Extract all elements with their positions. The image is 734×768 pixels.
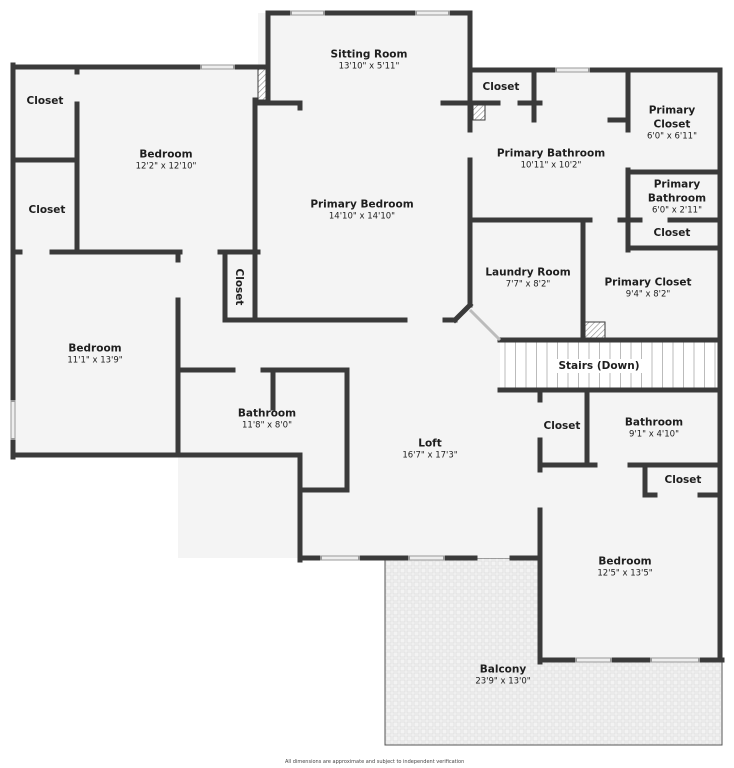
room-dimensions: 14'10" x 14'10" [328,211,396,222]
room-dimensions: 7'7" x 8'2" [505,279,551,290]
chase-hatch [472,102,486,121]
room-closet-3: Closet [232,269,246,306]
room-closet-7: Closet [665,473,702,487]
room-floor [540,390,720,660]
room-floor [178,252,540,558]
room-name: Loft [418,437,442,450]
room-closet-5: Closet [654,226,691,240]
room-name: Balcony [479,663,527,676]
room-name: Primary Closet [648,104,696,131]
room-closet-6: Closet [544,419,581,433]
room-name: Laundry Room [485,266,571,279]
chase-hatch [584,321,606,341]
room-dimensions: 6'0" x 6'11" [647,131,697,142]
room-name: Bedroom [68,342,122,355]
room-name: Bathroom [237,407,297,420]
room-name: Closet [653,227,691,239]
room-name: Closet [26,95,64,107]
room-dimensions: 9'4" x 8'2" [625,289,671,300]
room-stairs: Stairs (Down) [555,359,643,373]
room-dimensions: 12'5" x 13'5" [597,568,653,579]
room-name: Primary Bathroom [496,147,606,160]
room-dimensions: 10'11" x 10'2" [520,160,582,171]
room-name: Bedroom [598,555,652,568]
room-closet-2: Closet [29,203,66,217]
footer-disclaimer: All dimensions are approximate and subje… [285,759,465,765]
door-opening [468,308,502,342]
room-dimensions: 12'2" x 12'10" [135,161,197,172]
room-dimensions: 11'8" x 8'0" [242,420,292,431]
room-name: Bedroom [139,148,193,161]
room-name: Primary Bedroom [310,198,414,211]
room-name: Bathroom [624,416,684,429]
room-dimensions: 23'9" x 13'0" [475,676,531,687]
room-name: Sitting Room [330,48,408,61]
room-name: Primary Bathroom [647,178,707,205]
room-name: Closet [28,204,66,216]
room-dimensions: 16'7" x 17'3" [402,450,458,461]
room-name: Closet [543,420,581,432]
room-dimensions: 9'1" x 4'10" [629,429,679,440]
room-dimensions: 6'0" x 2'11" [652,205,702,216]
room-name: Stairs (Down) [558,360,640,372]
room-name: Closet [233,268,245,306]
room-dimensions: 13'10" x 5'11" [338,61,400,72]
room-name: Closet [482,81,520,93]
room-dimensions: 11'1" x 13'9" [67,355,123,366]
room-name: Closet [664,474,702,486]
room-name: Primary Closet [604,276,692,289]
room-closet-4: Closet [483,80,520,94]
room-closet-1: Closet [27,94,64,108]
